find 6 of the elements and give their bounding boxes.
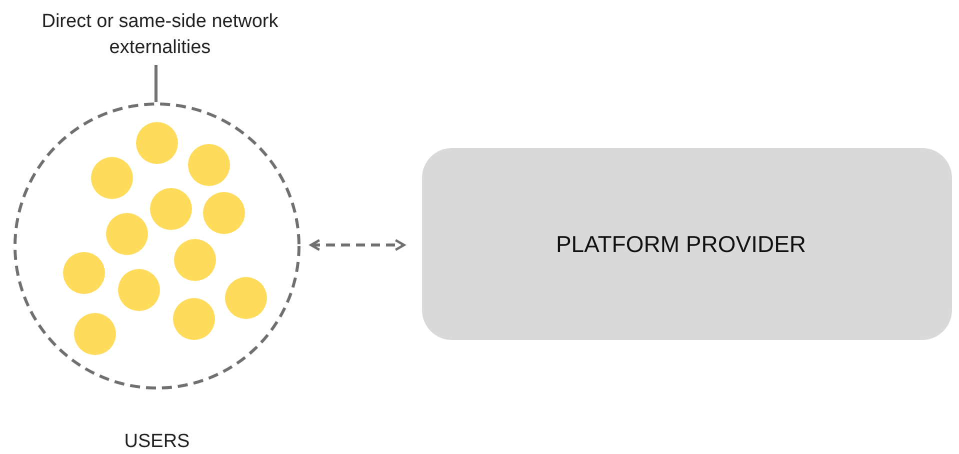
leader-line	[154, 65, 158, 102]
annotation-text: Direct or same-side network externalities	[40, 10, 280, 60]
box-label: PLATFORM PROVIDER	[556, 230, 806, 259]
group-label: USERS	[123, 430, 191, 454]
platform-box	[422, 148, 952, 340]
double-arrow	[310, 239, 406, 251]
